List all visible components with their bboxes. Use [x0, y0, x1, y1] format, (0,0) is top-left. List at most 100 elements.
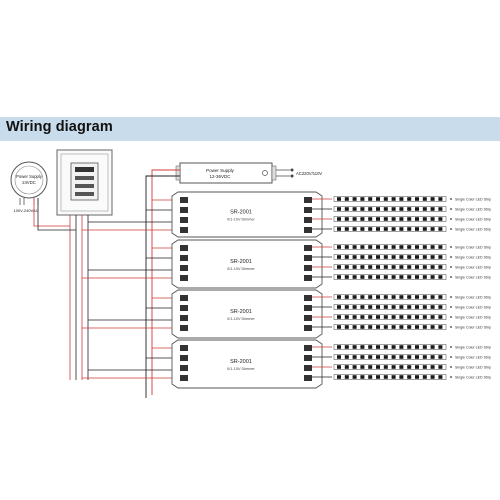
led-chip [399, 355, 404, 359]
led-chip [399, 375, 404, 379]
terminal-left [180, 365, 188, 371]
led-chip [438, 315, 443, 319]
dimmer-body [171, 339, 323, 389]
led-chip [415, 365, 419, 369]
led-chip [391, 355, 396, 359]
strip-label: Single Color LED Strip [455, 265, 491, 269]
led-chip [422, 265, 427, 269]
led-strip: Single Color LED Strip [312, 364, 491, 370]
led-chip [352, 325, 357, 329]
led-chip [360, 295, 365, 299]
terminal-left [180, 305, 188, 311]
terminal-left [180, 275, 188, 281]
led-chip [376, 207, 380, 211]
led-chip [383, 365, 388, 369]
strip-label: Single Color LED Strip [455, 325, 491, 329]
led-chip [422, 275, 427, 279]
led-chip [360, 305, 365, 309]
led-chip [430, 295, 435, 299]
terminal-right [304, 345, 312, 351]
power-supply-12-36vdc-input-label: AC220V/110V [296, 171, 322, 176]
power-supply-24vdc-label-1: Power Supply [16, 174, 43, 179]
led-strip: Single Color LED Strip [312, 196, 491, 202]
led-chip [352, 315, 357, 319]
led-chip [391, 305, 396, 309]
led-chip [344, 315, 349, 319]
led-chip [438, 365, 443, 369]
led-chip [352, 375, 357, 379]
led-chip [360, 345, 365, 349]
led-chip [438, 227, 443, 231]
led-chip [383, 315, 388, 319]
led-chip [337, 355, 341, 359]
led-chip [399, 295, 404, 299]
led-chip [368, 325, 373, 329]
led-strip: Single Color LED Strip [312, 314, 491, 320]
terminal-left [180, 207, 188, 213]
led-chip [368, 275, 373, 279]
led-chip [391, 255, 396, 259]
led-chip [438, 255, 443, 259]
led-strip: Single Color LED Strip [312, 254, 491, 260]
strip-body [333, 254, 447, 260]
strip-end-dot [450, 326, 452, 328]
terminal-left [180, 325, 188, 331]
led-chip [430, 305, 435, 309]
psu-trunk-black [145, 175, 180, 398]
strip-body [333, 364, 447, 370]
dimmer-model: SR-2001 [230, 359, 252, 365]
led-chip [376, 227, 380, 231]
terminal-left [180, 265, 188, 271]
terminal-left [180, 315, 188, 321]
led-chip [337, 255, 341, 259]
led-chip [352, 275, 357, 279]
led-chip [352, 305, 357, 309]
strip-label: Single Color LED Strip [455, 207, 491, 211]
strip-label: Single Color LED Strip [455, 345, 491, 349]
led-chip [430, 315, 435, 319]
led-chip [430, 197, 435, 201]
led-chip [415, 245, 419, 249]
strip-label: Single Color LED Strip [455, 295, 491, 299]
strip-body [333, 354, 447, 360]
terminal-left [180, 355, 188, 361]
led-chip [399, 325, 404, 329]
wires [33, 169, 180, 398]
led-chip [438, 197, 443, 201]
led-chip [407, 265, 412, 269]
led-chip [344, 197, 349, 201]
led-chip [391, 315, 396, 319]
strip-end-dot [450, 246, 452, 248]
led-chip [360, 315, 365, 319]
led-chip [344, 365, 349, 369]
led-chip [337, 245, 341, 249]
dimmer-model: SR-2001 [230, 259, 252, 265]
led-chip [352, 365, 357, 369]
strip-label: Single Color LED Strip [455, 355, 491, 359]
terminal-right [304, 375, 312, 381]
strip-body [333, 294, 447, 300]
led-chip [368, 315, 373, 319]
led-chip [422, 355, 427, 359]
strip-body [333, 344, 447, 350]
terminal-right [304, 255, 312, 261]
led-chip [360, 365, 365, 369]
led-chip [383, 207, 388, 211]
led-chip [430, 355, 435, 359]
led-chip [376, 345, 380, 349]
terminal-left [180, 227, 188, 233]
led-chip [344, 275, 349, 279]
dimmer-body [171, 289, 323, 339]
led-strip: Single Color LED Strip [312, 374, 491, 380]
led-chip [430, 227, 435, 231]
led-chip [391, 295, 396, 299]
led-chip [368, 227, 373, 231]
strip-label: Single Color LED Strip [455, 227, 491, 231]
led-chip [422, 295, 427, 299]
ps-wire-black [37, 205, 76, 231]
led-chip [422, 305, 427, 309]
